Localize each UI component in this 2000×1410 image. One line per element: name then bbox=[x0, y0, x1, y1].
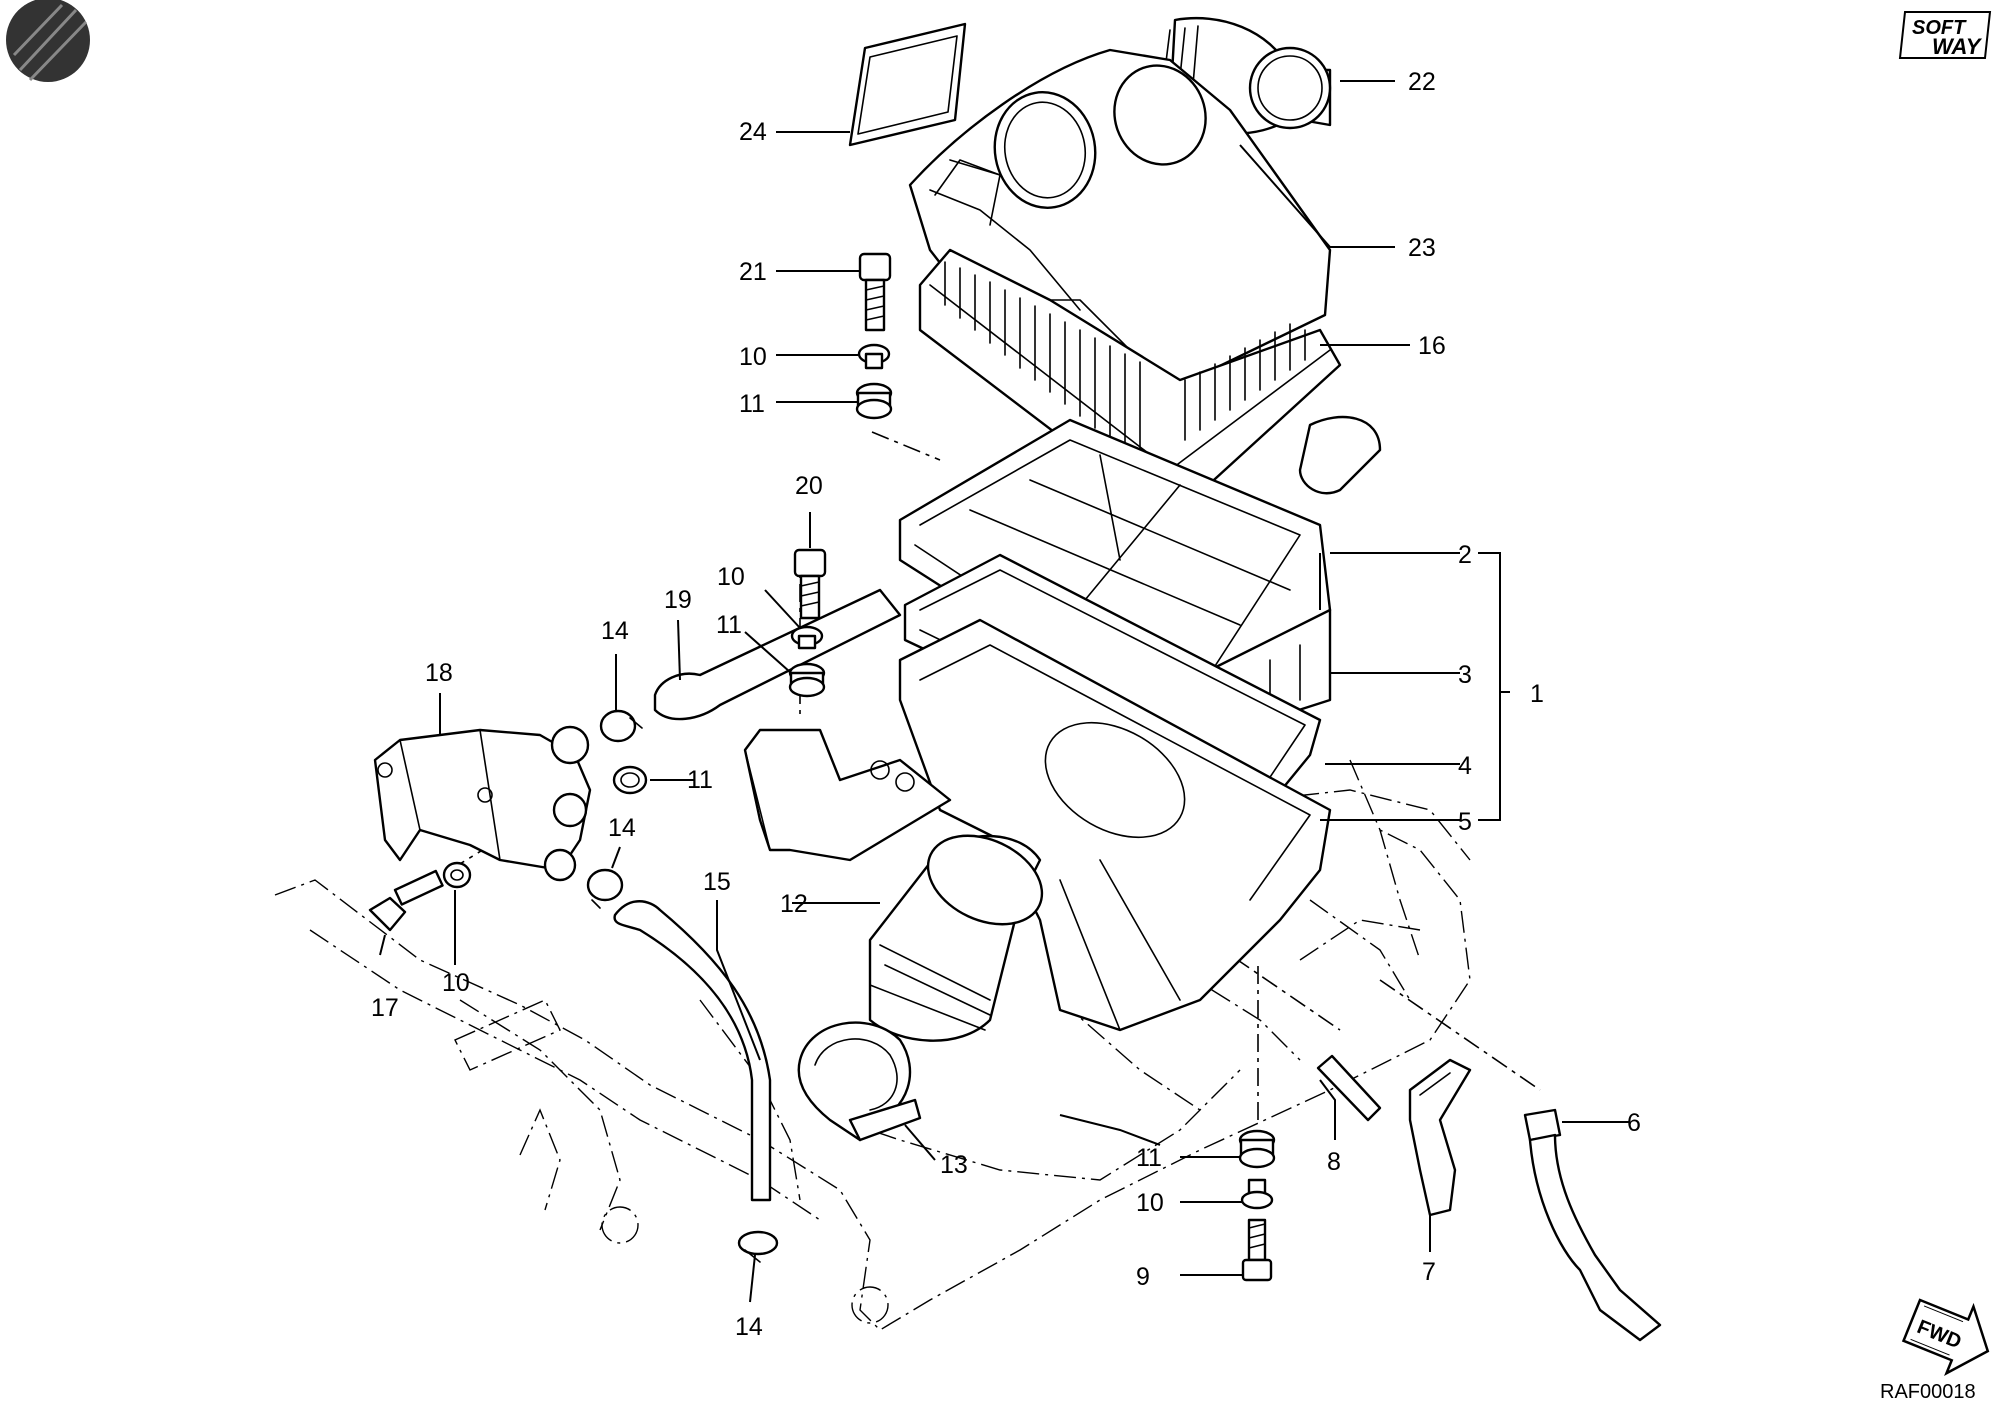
part-16-filter-element bbox=[918, 248, 1342, 522]
part-14-clamp-upper bbox=[599, 709, 643, 743]
label-part-15: 15 bbox=[703, 868, 731, 896]
label-part-3: 3 bbox=[1458, 661, 1472, 689]
label-part-13: 13 bbox=[940, 1151, 968, 1179]
fwd-arrow-icon: FWD bbox=[1901, 1298, 1990, 1376]
part-7-clip bbox=[1408, 1058, 1472, 1217]
part-15-hose bbox=[613, 900, 772, 1202]
label-part-17: 17 bbox=[371, 994, 399, 1022]
part-9-bolt bbox=[1241, 1218, 1273, 1282]
part-5-airbox-base bbox=[898, 618, 1332, 1032]
part-11-grommet-mid bbox=[788, 662, 826, 698]
label-part-22: 22 bbox=[1408, 68, 1436, 96]
label-part-4: 4 bbox=[1458, 752, 1472, 780]
leader-lines bbox=[379, 80, 1630, 1303]
label-part-11-mid: 11 bbox=[716, 611, 742, 639]
part-24-label-card bbox=[848, 22, 967, 147]
label-part-12: 12 bbox=[780, 890, 808, 918]
part-21-bolt bbox=[858, 252, 892, 332]
label-part-10-bottom: 10 bbox=[1136, 1189, 1164, 1217]
softway-logo: SOFT WAY bbox=[1898, 11, 1992, 59]
part-14-clamp-lower bbox=[737, 1230, 779, 1263]
part-6-drain-hose bbox=[1523, 1108, 1662, 1342]
part-8-pin bbox=[1316, 1054, 1382, 1122]
part-19-hose bbox=[653, 588, 902, 721]
label-part-16: 16 bbox=[1418, 332, 1446, 360]
label-part-18: 18 bbox=[425, 659, 453, 687]
label-part-14-upper: 14 bbox=[601, 617, 629, 645]
label-part-2: 2 bbox=[1458, 541, 1472, 569]
label-part-20: 20 bbox=[795, 472, 823, 500]
label-part-14-lower: 14 bbox=[735, 1313, 763, 1341]
breather-hose bbox=[1298, 415, 1382, 495]
label-part-10-mid: 10 bbox=[717, 563, 745, 591]
label-part-7: 7 bbox=[1422, 1258, 1436, 1286]
label-part-24: 24 bbox=[739, 118, 767, 146]
label-part-8: 8 bbox=[1327, 1148, 1341, 1176]
label-part-5: 5 bbox=[1458, 808, 1472, 836]
corner-disc-icon bbox=[6, 0, 90, 82]
part-18-junction-block bbox=[373, 725, 592, 882]
mounting-bracket bbox=[743, 728, 952, 862]
part-11-grommet-left bbox=[612, 765, 648, 795]
logo-text-soft: SOFT bbox=[1912, 17, 1967, 39]
logo-text-way: WAY bbox=[1932, 34, 1983, 59]
part-20-bolt bbox=[793, 548, 827, 620]
label-part-10-top: 10 bbox=[739, 343, 767, 371]
part-number-labels: 1 2 3 4 5 6 7 8 9 10 10 10 10 11 11 11 1… bbox=[371, 68, 1641, 1341]
label-part-19: 19 bbox=[664, 586, 692, 614]
label-part-11-left: 11 bbox=[687, 766, 713, 794]
label-part-1: 1 bbox=[1530, 680, 1544, 708]
part-10-washer-left bbox=[442, 861, 472, 889]
part-14-clamp-middle bbox=[586, 868, 624, 909]
frame-outline bbox=[274, 759, 1471, 1331]
label-part-10-left: 10 bbox=[442, 969, 470, 997]
part-10-washer-top bbox=[857, 343, 891, 370]
part-17-bolt bbox=[368, 869, 444, 932]
part-13-clamp-band bbox=[797, 1021, 922, 1142]
label-part-9: 9 bbox=[1136, 1263, 1150, 1291]
part-11-grommet-bottom bbox=[1238, 1129, 1276, 1169]
part-10-washer-bottom bbox=[1240, 1178, 1274, 1210]
label-part-11-top: 11 bbox=[739, 390, 765, 418]
part-10-washer-mid bbox=[790, 625, 824, 650]
label-part-14-middle: 14 bbox=[608, 814, 636, 842]
label-part-21: 21 bbox=[739, 258, 767, 286]
label-part-23: 23 bbox=[1408, 234, 1436, 262]
label-part-6: 6 bbox=[1627, 1109, 1641, 1137]
part-12-intake-boot bbox=[868, 834, 1044, 1042]
part-11-grommet-top bbox=[855, 382, 893, 420]
drawing-code: RAF00018 bbox=[1880, 1381, 1976, 1403]
label-part-11-bottom: 11 bbox=[1136, 1144, 1162, 1172]
